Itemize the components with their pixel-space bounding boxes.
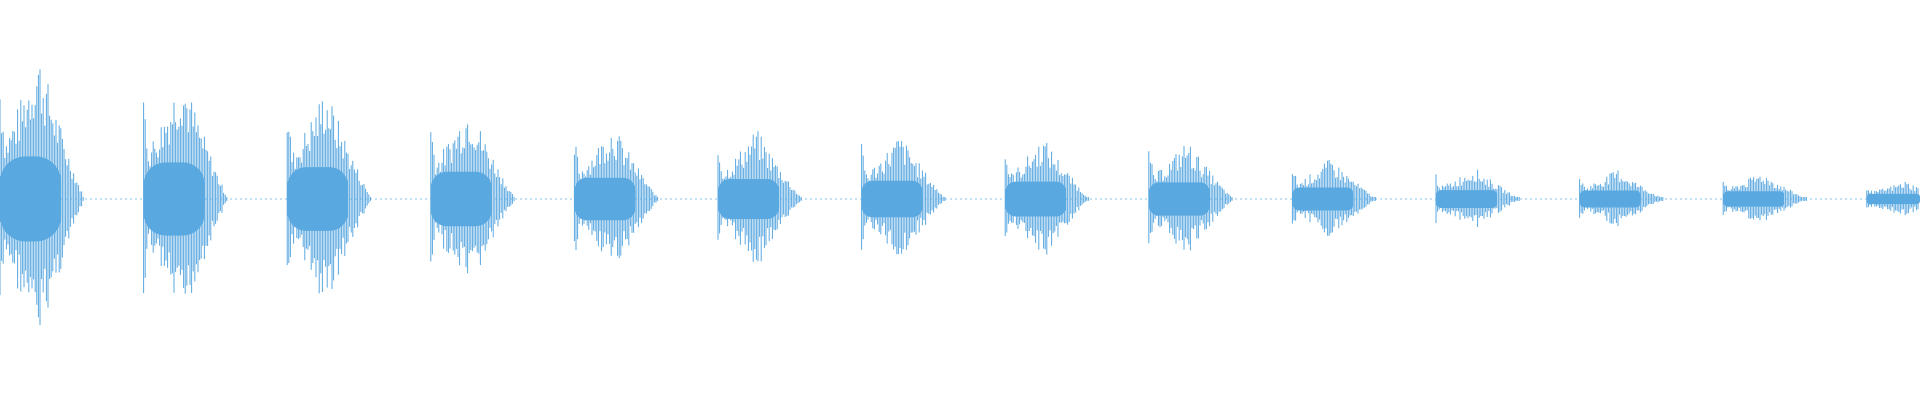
waveform-burst [861,141,946,255]
waveform-burst [717,131,802,262]
waveform-core [1148,182,1210,216]
waveform-core [1723,191,1785,207]
waveform-burst [1579,170,1664,226]
waveform-core [1866,193,1920,205]
waveform-burst [0,69,84,325]
waveform-core [143,162,205,236]
waveform-burst [430,124,515,274]
waveform-burst [1291,160,1377,236]
waveform-core [861,180,923,218]
waveform-core [430,171,492,227]
waveform-core [718,179,780,219]
waveform-core [287,167,349,231]
waveform-core [574,177,636,221]
waveform-core [1579,190,1641,208]
waveform-burst [143,102,228,294]
waveform-burst [1866,181,1920,216]
waveform-burst [573,136,659,259]
waveform-burst [1435,169,1520,227]
waveform-burst [1148,146,1233,251]
waveform-core [1005,181,1067,217]
waveform-burst [1722,176,1807,221]
waveform-bursts [0,69,1920,325]
waveform-core [0,156,62,242]
waveform-burst [1004,142,1089,255]
waveform-burst [286,101,371,294]
waveform-core [1436,190,1498,208]
waveform-core [1292,187,1354,211]
